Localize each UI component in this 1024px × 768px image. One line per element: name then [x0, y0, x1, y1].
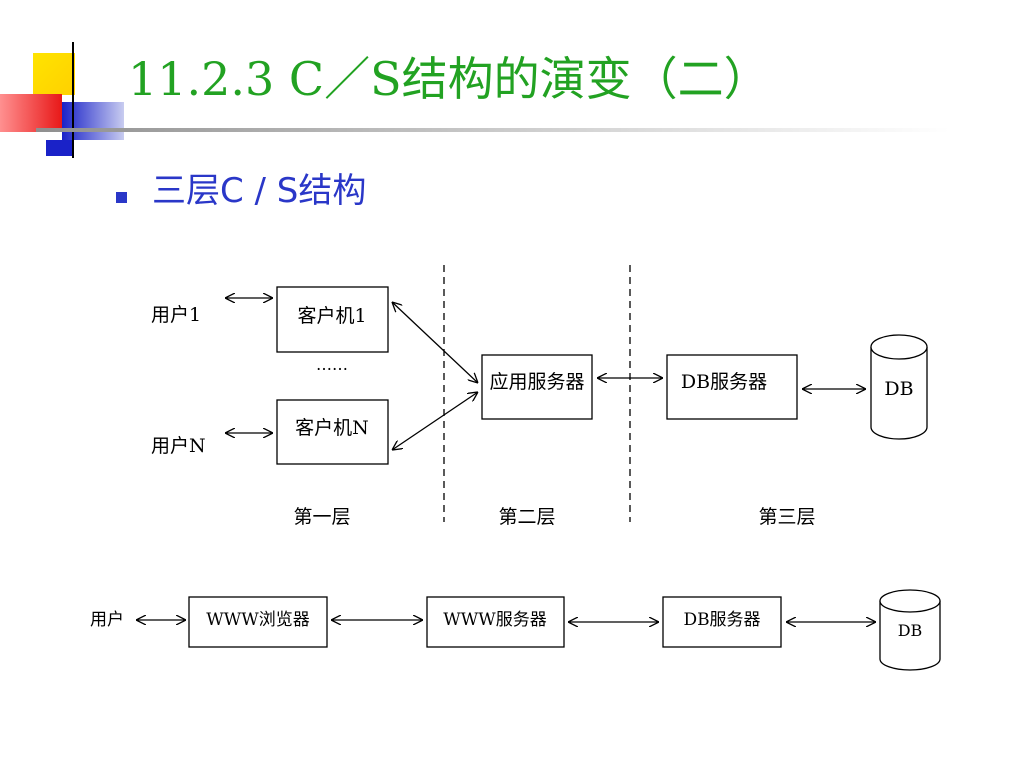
user1-label: 用户1 [151, 304, 201, 326]
app-server-box [481, 354, 593, 420]
db-server-box-2 [662, 596, 782, 648]
client1-label: 客户机1 [297, 305, 366, 327]
title-underline [36, 128, 950, 132]
ellipsis-label: …… [316, 355, 348, 374]
app-server-label: 应用服务器 [489, 371, 584, 393]
db-label-2: DB [898, 621, 923, 640]
db-server-label: DB服务器 [681, 371, 767, 393]
bullet-icon [116, 192, 127, 203]
client1-appserver-arrow [392, 302, 478, 383]
db-server-box [666, 354, 798, 420]
web-server-label: WWW服务器 [443, 610, 546, 630]
tier1-label: 第一层 [293, 506, 350, 528]
clientN-box [276, 399, 389, 465]
browser-box [188, 596, 328, 648]
bullet-text: 三层C / S结构 [152, 171, 367, 211]
tier2-label: 第二层 [498, 506, 555, 528]
db-cylinder-icon-2 [879, 589, 941, 671]
clientN-appserver-arrow [392, 392, 478, 450]
user-label: 用户 [90, 610, 124, 630]
tier3-label: 第三层 [758, 506, 815, 528]
db-cylinder-icon [870, 334, 928, 440]
userN-label: 用户N [151, 435, 206, 457]
clientN-label: 客户机N [295, 417, 369, 439]
db-server-label-2: DB服务器 [683, 610, 760, 630]
web-server-box [426, 596, 565, 648]
slide-title: 11.2.3 C／S结构的演变（二） [128, 52, 770, 106]
browser-label: WWW浏览器 [206, 610, 309, 630]
db-label: DB [884, 378, 913, 400]
client1-box [276, 286, 389, 353]
